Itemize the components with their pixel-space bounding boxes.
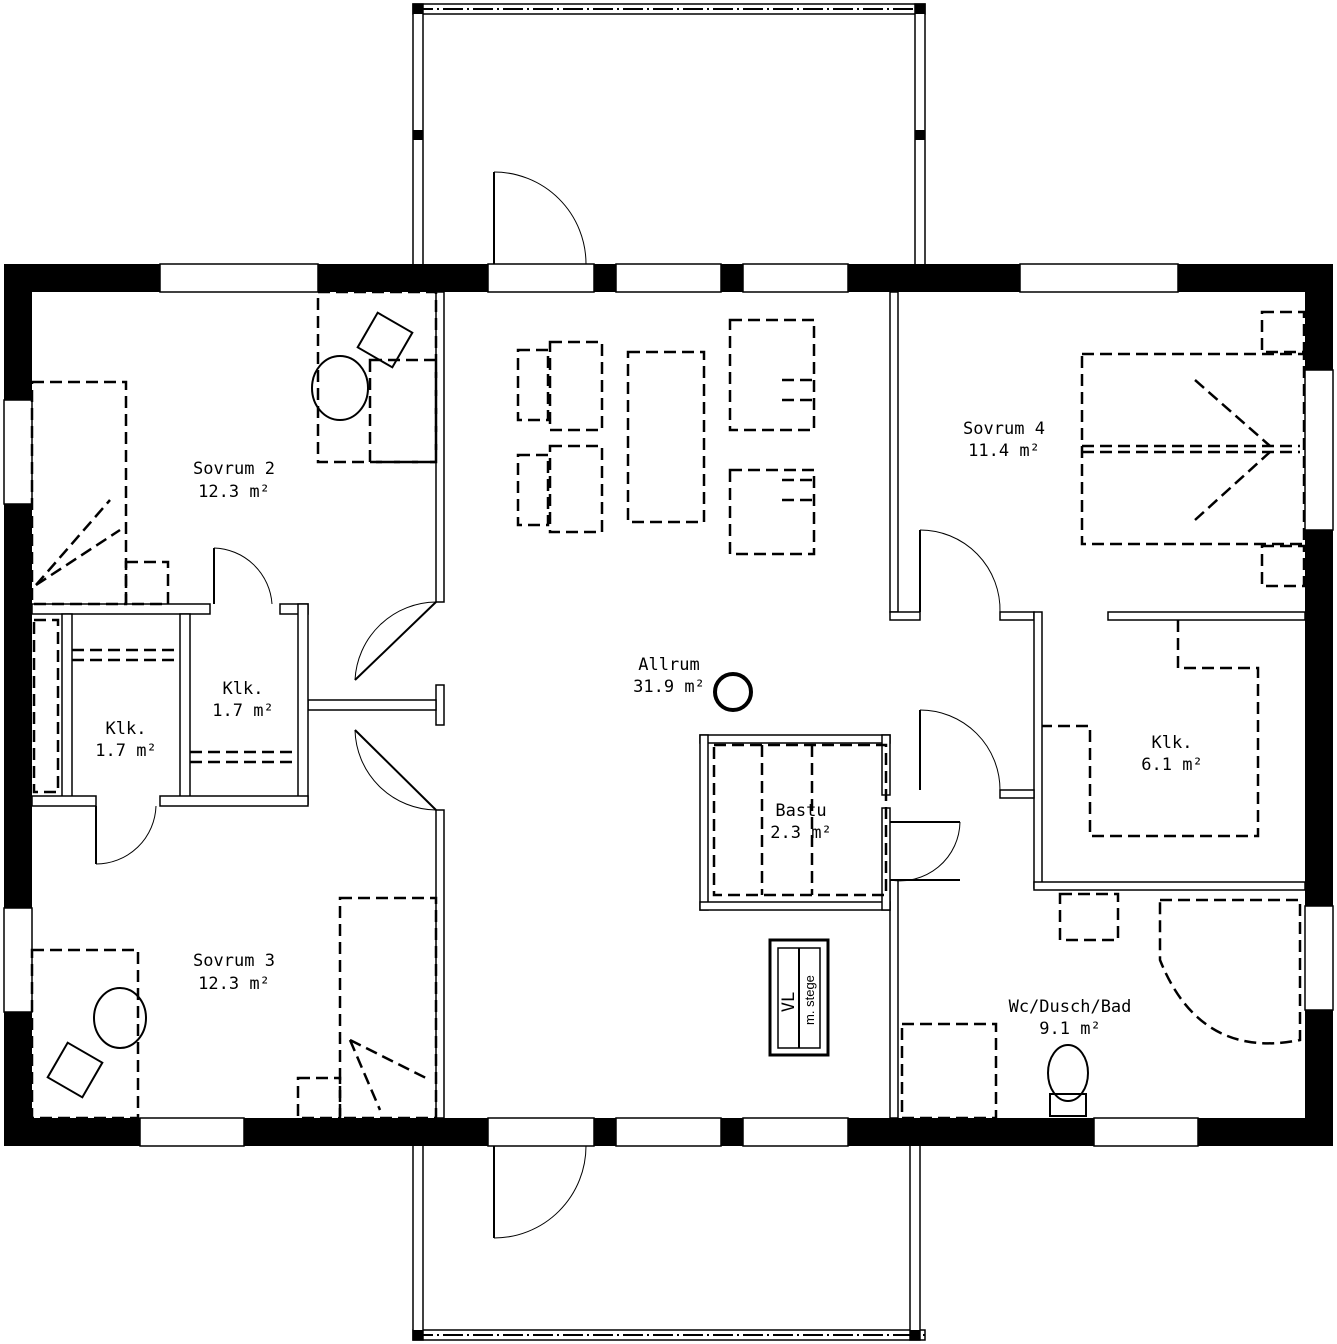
room-area-sovrum2: 12.3 m²	[198, 482, 270, 502]
exterior-walls	[3, 263, 1334, 1147]
room-area-sovrum4: 11.4 m²	[968, 441, 1040, 461]
ladder-stege-label: m. stege	[802, 975, 817, 1025]
room-name-sovrum2: Sovrum 2	[193, 459, 275, 479]
bottom-porch	[412, 1144, 926, 1341]
room-name-klk-a: Klk.	[223, 679, 264, 699]
room-name-klk-c: Klk.	[1152, 733, 1193, 753]
room-area-klk-b: 1.7 m²	[95, 741, 156, 761]
room-name-sovrum4: Sovrum 4	[963, 419, 1045, 439]
room-name-klk-b: Klk.	[106, 719, 147, 739]
room-area-klk-c: 6.1 m²	[1141, 755, 1202, 775]
room-area-klk-a: 1.7 m²	[212, 701, 273, 721]
room-name-allrum: Allrum	[638, 655, 699, 675]
room-area-allrum: 31.9 m²	[633, 677, 705, 697]
interior-walls	[31, 291, 1306, 1119]
room-labels: Sovrum 2 12.3 m² Sovrum 3 12.3 m² Sovrum…	[95, 419, 1202, 1039]
room-area-sovrum3: 12.3 m²	[198, 974, 270, 994]
furniture	[30, 290, 1306, 1120]
top-porch	[412, 3, 926, 267]
room-name-wc: Wc/Dusch/Bad	[1009, 997, 1132, 1017]
room-area-bastu: 2.3 m²	[770, 823, 831, 843]
room-name-sovrum3: Sovrum 3	[193, 951, 275, 971]
room-name-bastu: Bastu	[775, 801, 826, 821]
ladder-vl-label: VL	[779, 992, 799, 1012]
room-area-wc: 9.1 m²	[1039, 1019, 1100, 1039]
doors	[95, 171, 1001, 1239]
